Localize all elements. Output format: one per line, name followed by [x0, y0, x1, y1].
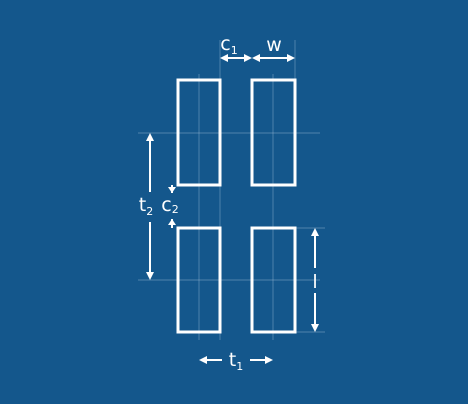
guide-lines	[138, 40, 325, 340]
c1-label-main: c	[220, 33, 230, 55]
dimension-t1: t1	[199, 349, 273, 373]
dimension-c1: c1	[220, 33, 252, 62]
c2-arrow-up-icon	[168, 219, 176, 225]
c1-arrow-left-icon	[220, 54, 228, 62]
c2-label-sub: 2	[172, 203, 179, 216]
slot-bottom-right	[250, 226, 297, 334]
l-label: l	[312, 271, 317, 293]
c2-label-main: c	[161, 194, 171, 216]
t1-arrow-right-icon	[265, 356, 273, 364]
c2-label: c2	[161, 194, 178, 216]
t1-label-sub: 1	[236, 360, 243, 373]
t1-arrow-left-icon	[199, 356, 207, 364]
t2-label-sub: 2	[146, 205, 153, 218]
dimension-t2: t2	[139, 133, 154, 280]
slot-top-left	[176, 78, 222, 187]
t2-label: t2	[139, 194, 153, 218]
c1-label: c1	[220, 33, 237, 57]
c2-arrow-down-icon	[168, 187, 176, 193]
w-arrow-right-icon	[287, 54, 295, 62]
t2-arrow-up-icon	[146, 133, 154, 141]
slot-rectangles	[176, 78, 297, 334]
dimension-c2: c2	[161, 185, 179, 228]
c1-arrow-right-icon	[244, 54, 252, 62]
l-arrow-up-icon	[311, 228, 319, 236]
slot-bottom-left	[176, 226, 222, 334]
t1-label-main: t	[229, 349, 236, 371]
w-label: w	[266, 34, 282, 56]
dimension-l: l	[311, 228, 319, 332]
t2-arrow-down-icon	[146, 272, 154, 280]
l-arrow-down-icon	[311, 324, 319, 332]
slot-top-right	[250, 78, 297, 187]
t2-label-main: t	[139, 194, 146, 216]
dimension-w: w	[252, 34, 295, 62]
t1-label: t1	[229, 349, 243, 373]
c1-label-sub: 1	[231, 44, 238, 57]
w-arrow-left-icon	[252, 54, 260, 62]
